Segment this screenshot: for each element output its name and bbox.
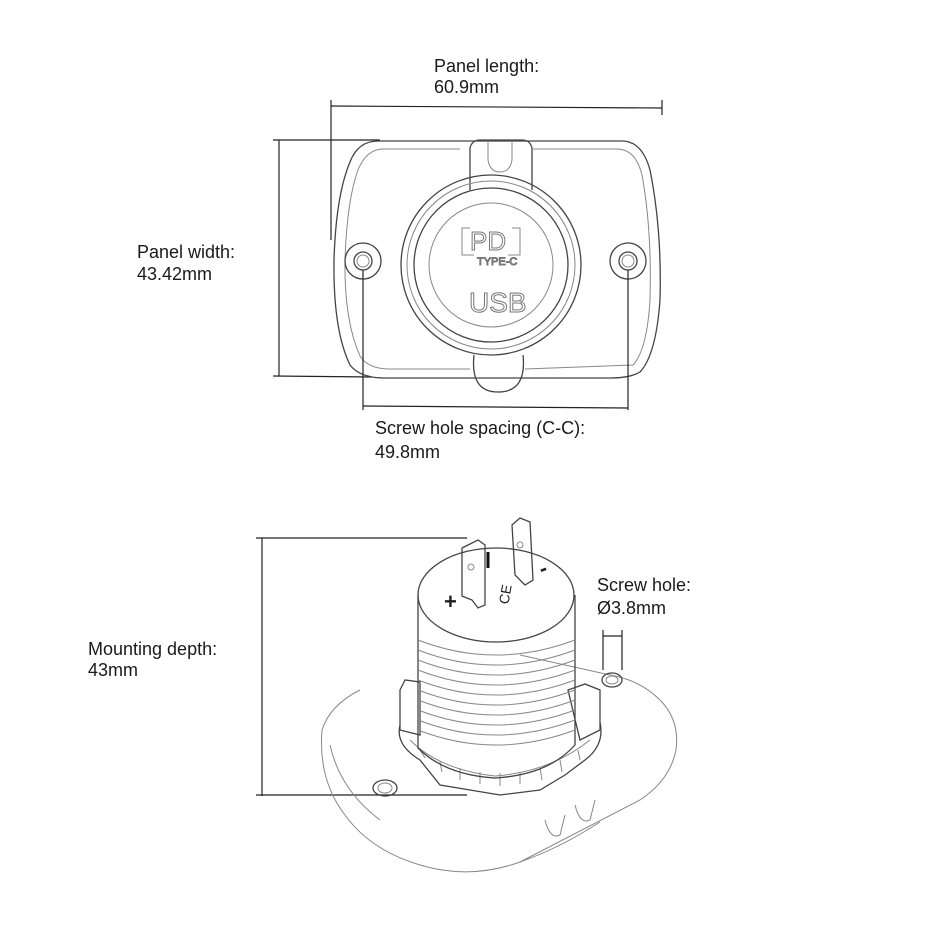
usb-socket-cap: PD TYPE-C USB bbox=[400, 139, 582, 393]
panel-width-label: Panel width: bbox=[137, 242, 235, 262]
mounting-depth-dimension bbox=[256, 537, 467, 796]
terminals: + - CE bbox=[444, 517, 551, 614]
plate-screw-hole-right bbox=[601, 672, 623, 688]
plus-mark: + bbox=[444, 589, 457, 614]
panel-length-label: Panel length: bbox=[434, 56, 539, 76]
panel-length-dimension bbox=[330, 100, 663, 240]
pd-mark: PD bbox=[470, 226, 506, 256]
screw-spacing-value: 49.8mm bbox=[375, 442, 440, 462]
screw-hole-dimension bbox=[602, 630, 623, 670]
side-view: Mounting depth: 43mm bbox=[88, 517, 691, 873]
screw-hole-label: Screw hole: bbox=[597, 575, 691, 595]
mounting-depth-value: 43mm bbox=[88, 660, 138, 680]
usb-mark: USB bbox=[469, 287, 527, 318]
top-view: Panel length: 60.9mm Panel width: 43.42m… bbox=[137, 56, 663, 462]
panel-width-value: 43.42mm bbox=[137, 264, 212, 284]
minus-mark: - bbox=[535, 555, 550, 581]
type-c-mark: TYPE-C bbox=[477, 256, 517, 268]
ce-mark: CE bbox=[496, 583, 515, 605]
plate-screw-hole-left bbox=[372, 779, 398, 797]
screw-hole-value: Ø3.8mm bbox=[597, 598, 666, 618]
screw-spacing-label: Screw hole spacing (C-C): bbox=[375, 418, 585, 438]
mounting-nut bbox=[398, 679, 602, 796]
screw-spacing-dimension bbox=[362, 270, 629, 410]
base-plate bbox=[321, 654, 678, 873]
threaded-body bbox=[417, 547, 576, 779]
panel-width-dimension bbox=[272, 139, 380, 378]
mounting-depth-label: Mounting depth: bbox=[88, 639, 217, 659]
panel-length-value: 60.9mm bbox=[434, 77, 499, 97]
panel-outline bbox=[333, 140, 661, 379]
